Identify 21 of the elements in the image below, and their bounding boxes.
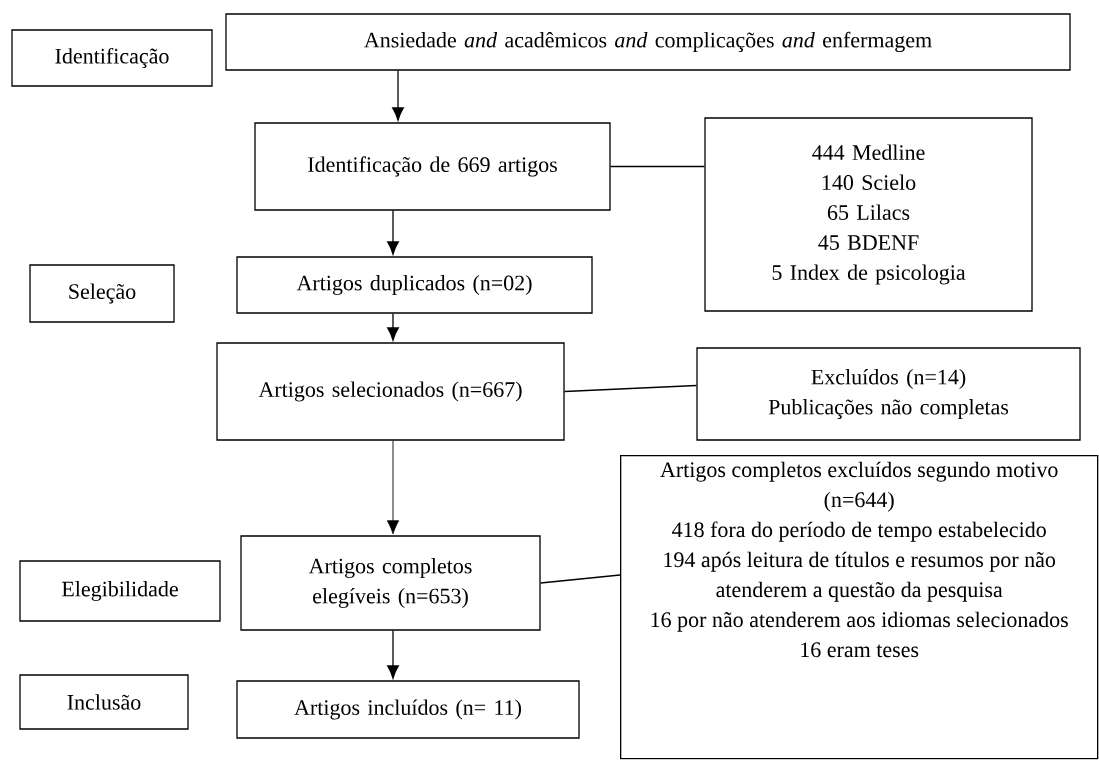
side-note-box: Excluídos (n=14) Publicações não completas [696, 347, 1081, 441]
process-box: Artigos incluídos (n= 11) [236, 680, 580, 739]
stage-label-box: Inclusão [19, 674, 189, 730]
stage-label-box: Seleção [29, 264, 175, 323]
side-note-box: Artigos completos excluídos segundo motivo (n=644) 418 fora do período de tempo estabelecido 194 após leitura de títulos e resumos por não atenderem a questão da pesquisa 16 por não atenderem aos idiomas selecionados 16 eram teses [620, 455, 1099, 760]
stage-label-box: Elegibilidade [19, 560, 221, 622]
process-box: Artigos selecionados (n=667) [216, 342, 565, 441]
connector-line [540, 574, 621, 584]
process-box: Ansiedade and acadêmicos and complicações and enfermagem [225, 13, 1071, 71]
connector-line [610, 165, 705, 168]
arrow [387, 210, 399, 255]
process-box: Identificação de 669 artigos [254, 122, 611, 211]
process-box: Artigos completos elegíveis (n=653) [240, 535, 541, 631]
process-box: Artigos duplicados (n=02) [236, 256, 593, 314]
arrow [386, 440, 400, 535]
arrow [387, 630, 399, 679]
arrow [392, 70, 404, 121]
arrow [387, 313, 399, 341]
side-note-box: 444 Medline 140 Scielo 65 Lilacs 45 BDENF 5 Index de psicologia [704, 117, 1033, 312]
connector-line [564, 384, 697, 393]
stage-label-box: Identificação [11, 29, 213, 87]
